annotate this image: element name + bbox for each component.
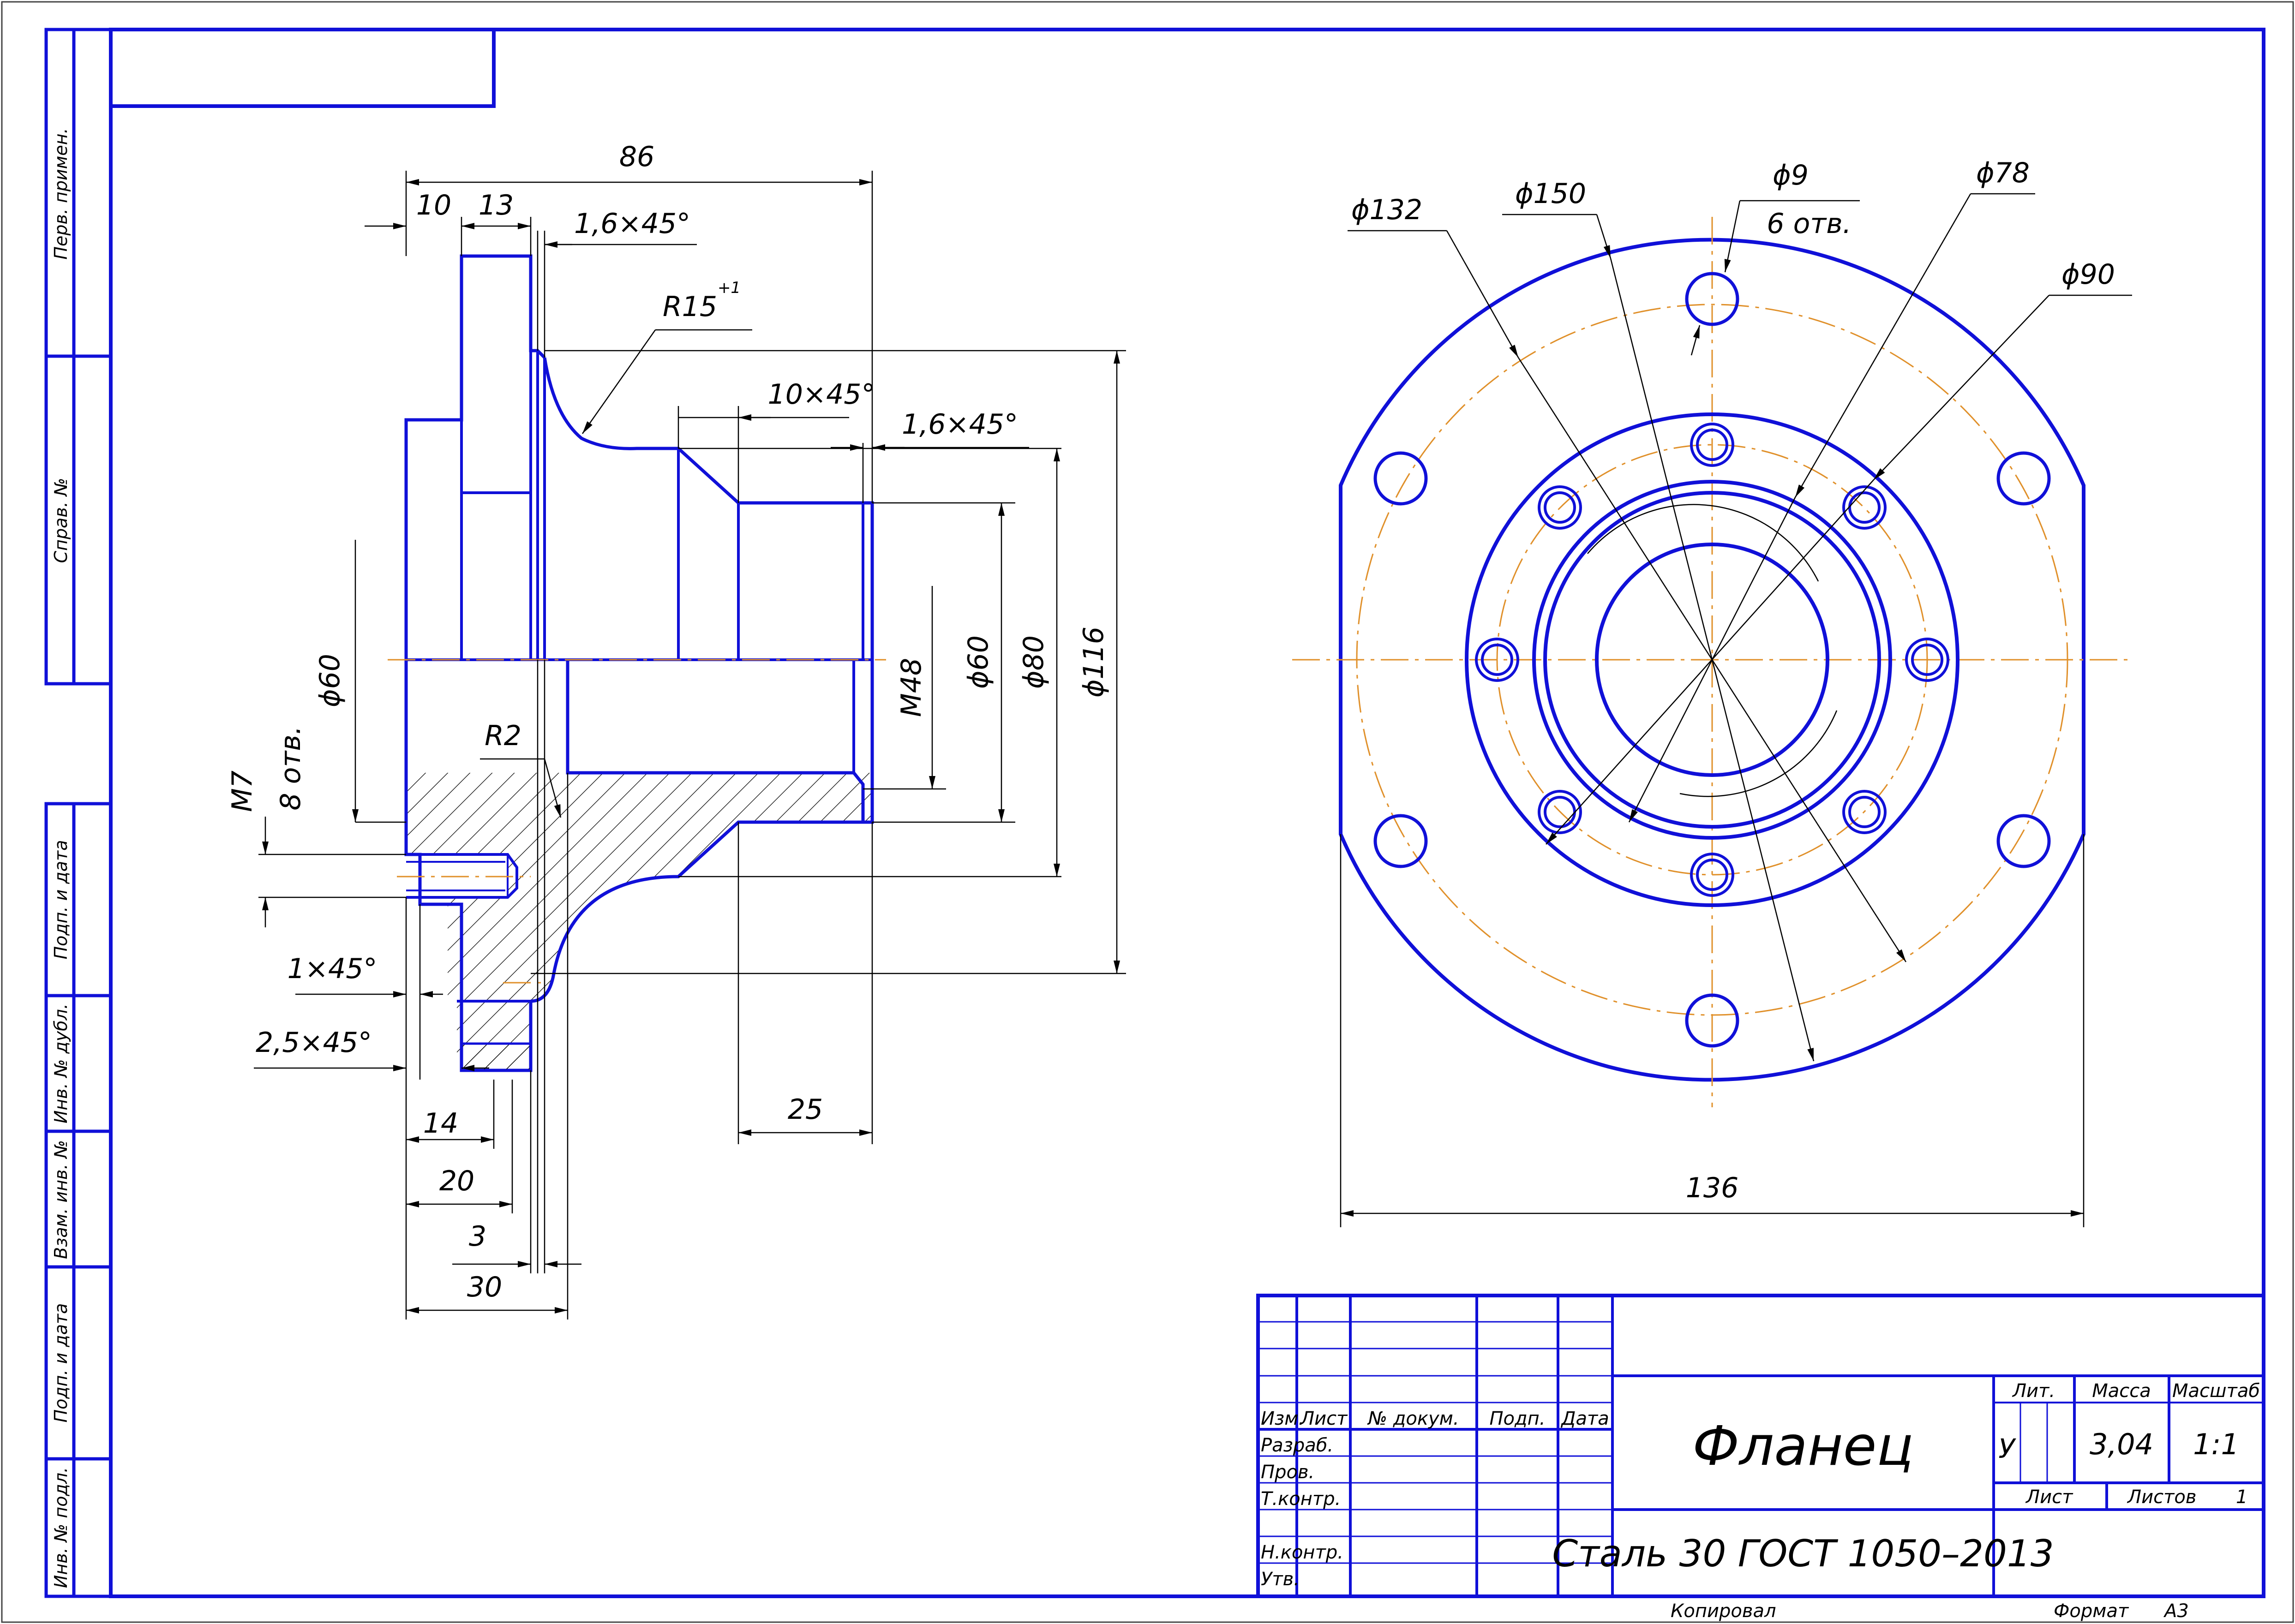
threaded-hole: [1690, 853, 1734, 897]
dim-phi90: ϕ90: [2061, 258, 2115, 291]
stamp-sprav-no: Справ. №: [51, 478, 71, 563]
outer-holes: [1373, 272, 2051, 1048]
front-view-dimension-texts: ϕ132 ϕ150 ϕ9 6 отв. ϕ78 ϕ90 136: [1351, 157, 2115, 1204]
threaded-hole: [1475, 638, 1519, 682]
front-view-dimension-lines: [1340, 193, 2132, 1227]
dim-phi132: ϕ132: [1351, 194, 1422, 226]
mass-value: 3,04: [2090, 1427, 2153, 1461]
lit-value: У: [1998, 1433, 2016, 1464]
outer-hole-bottom-right: [1996, 814, 2051, 868]
col-izm: Изм.: [1261, 1408, 1304, 1429]
sheets-value: 1: [2236, 1487, 2247, 1508]
stamp-vzam-inv: Взам. инв. №: [51, 1140, 71, 1259]
threaded-hole: [1842, 485, 1887, 530]
dim-chamfer-2-5: 2,5×45°: [256, 1027, 372, 1059]
part-name: Фланец: [1692, 1414, 1913, 1478]
dim-20: 20: [439, 1165, 474, 1197]
dim-chamfer-1-6-right: 1,6×45°: [902, 408, 1018, 441]
side-view: [388, 254, 886, 1072]
dim-chamfer-10: 10×45°: [768, 378, 875, 411]
dim-phi60-left: ϕ60: [314, 654, 346, 707]
dim-r15-tolerance: +1: [718, 279, 741, 297]
mass-label: Масса: [2092, 1380, 2151, 1402]
col-data: Дата: [1560, 1408, 1609, 1429]
dim-phi80: ϕ80: [1018, 635, 1050, 689]
dim-holes-8: 8 отв.: [275, 726, 307, 810]
dim-phi78: ϕ78: [1976, 157, 2030, 189]
dim-r15: R15: [663, 291, 717, 323]
side-view-dimension-lines: [254, 171, 1126, 1320]
stamp-podp-data-2: Подп. и дата: [51, 1303, 71, 1423]
dim-3: 3: [469, 1220, 486, 1253]
scale-value: 1:1: [2193, 1427, 2239, 1461]
stamp-inv-podl: Инв. № подл.: [51, 1467, 71, 1588]
threaded-holes: [1475, 423, 1949, 897]
dim-phi116: ϕ116: [1078, 627, 1110, 698]
row-razrab: Разраб.: [1261, 1435, 1333, 1456]
format-label: Формат: [2054, 1600, 2129, 1622]
dim-14: 14: [423, 1107, 458, 1140]
side-view-dimension-texts: 86 10 13 1,6×45° R15 +1 10×45° 1,6×45° ϕ…: [226, 141, 1110, 1303]
col-list: Лист: [1300, 1408, 1348, 1429]
threaded-hole: [1538, 485, 1582, 530]
sheets-label: Листов: [2127, 1487, 2196, 1508]
outer-hole-top: [1685, 272, 1739, 326]
dim-phi60-right: ϕ60: [962, 635, 995, 689]
copied-label: Копировал: [1671, 1600, 1776, 1622]
col-podp: Подп.: [1489, 1408, 1545, 1429]
material: Сталь 30 ГОСТ 1050–2013: [1552, 1532, 2054, 1575]
lit-label: Лит.: [2012, 1380, 2055, 1402]
sheet-label: Лист: [2025, 1487, 2073, 1508]
col-doc: № докум.: [1367, 1408, 1459, 1429]
row-prov: Пров.: [1261, 1462, 1314, 1483]
dim-r2: R2: [485, 720, 521, 752]
side-stamp-columns: Перв. примен. Справ. № Подп. и дата Инв.…: [44, 28, 113, 1598]
dim-25: 25: [788, 1093, 823, 1126]
outer-hole-bottom-left: [1373, 814, 1428, 868]
row-utv: Утв.: [1261, 1569, 1300, 1590]
threaded-hole: [1538, 790, 1582, 834]
dim-chamfer-1: 1×45°: [288, 953, 378, 985]
outer-hole-top-left: [1373, 451, 1428, 506]
dim-phi150: ϕ150: [1515, 178, 1586, 210]
dim-86: 86: [619, 141, 654, 173]
scale-label: Масштаб: [2172, 1380, 2260, 1402]
threaded-hole: [1842, 790, 1887, 834]
stamp-inv-dubl: Инв. № дубл.: [51, 1003, 71, 1123]
format-value: А3: [2163, 1600, 2189, 1622]
dim-13: 13: [479, 189, 514, 221]
row-nkontr: Н.контр.: [1261, 1542, 1343, 1563]
dim-m48: M48: [895, 658, 928, 717]
dim-10: 10: [416, 189, 451, 221]
sheet-footer: Копировал Формат А3: [1671, 1600, 2189, 1622]
dim-phi9: ϕ9: [1773, 159, 1809, 191]
stamp-perv-primen: Перв. примен.: [51, 128, 71, 259]
row-tkontr: Т.контр.: [1261, 1488, 1341, 1510]
threaded-hole: [1905, 638, 1949, 682]
dim-m7: M7: [226, 770, 258, 812]
dim-holes-6: 6 отв.: [1767, 208, 1851, 240]
outer-hole-top-right: [1996, 451, 2051, 506]
section-hatch: [406, 761, 872, 1070]
dim-chamfer-1-6-top: 1,6×45°: [574, 208, 690, 240]
stamp-podp-data-1: Подп. и дата: [51, 840, 71, 960]
dim-30: 30: [467, 1271, 502, 1303]
title-block: Изм. Лист № докум. Подп. Дата Разраб. Пр…: [1256, 1294, 2265, 1598]
dim-136: 136: [1686, 1172, 1739, 1204]
outer-hole-bottom: [1685, 993, 1739, 1048]
threaded-hole: [1690, 423, 1734, 467]
